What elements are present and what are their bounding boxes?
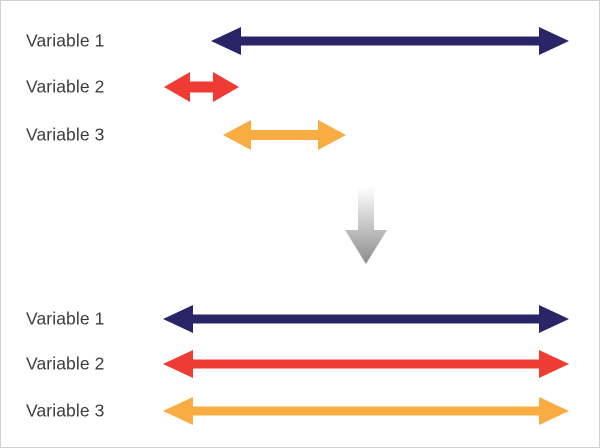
arrow-shape — [163, 305, 569, 333]
variable-label: Variable 2 — [26, 76, 105, 97]
arrow-shape — [211, 27, 569, 55]
variable-label: Variable 2 — [26, 353, 105, 374]
arrow-shape — [223, 120, 346, 150]
double-headed-arrow-icon — [211, 27, 569, 55]
double-headed-arrow-icon — [163, 305, 569, 333]
variable-label: Variable 3 — [26, 124, 105, 145]
arrow-shape — [164, 72, 239, 102]
arrow-down-icon — [345, 187, 387, 264]
arrow-shape — [163, 350, 569, 378]
double-headed-arrow-icon — [163, 350, 569, 378]
double-headed-arrow-icon — [223, 120, 346, 150]
variable-label: Variable 3 — [26, 400, 105, 421]
double-headed-arrow-icon — [163, 397, 569, 425]
arrow-down-shape — [345, 187, 387, 264]
variable-label: Variable 1 — [26, 308, 105, 329]
double-headed-arrow-icon — [164, 72, 239, 102]
arrow-shape — [163, 397, 569, 425]
variable-label: Variable 1 — [26, 30, 105, 51]
